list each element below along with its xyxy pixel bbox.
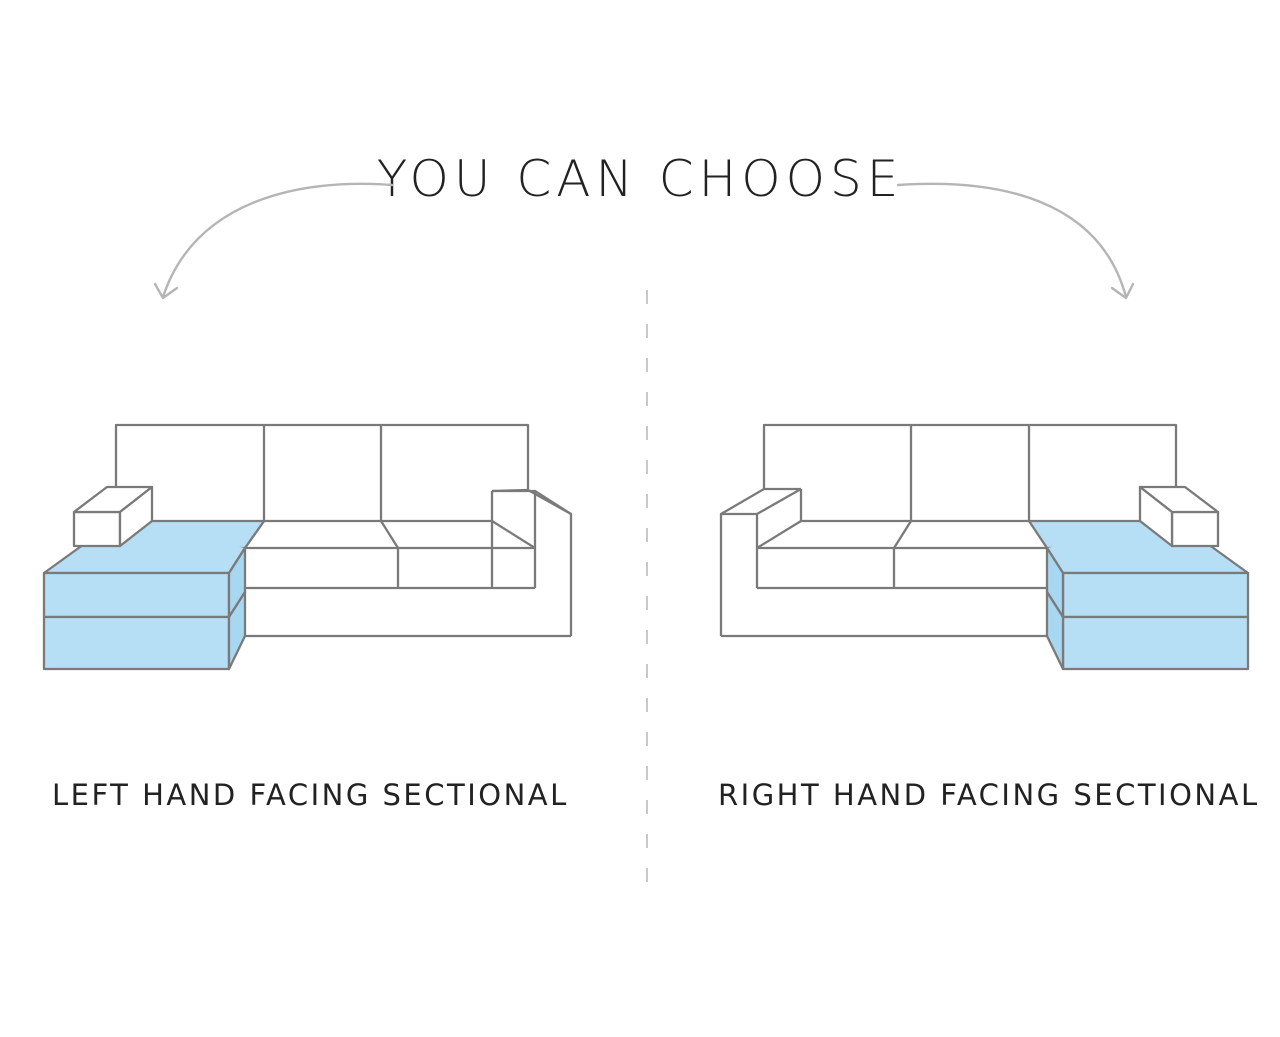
- left-hand-sectional-illustration: [42, 423, 573, 671]
- left-hand-sectional-label: LEFT HAND FACING SECTIONAL: [52, 778, 569, 812]
- right-hand-sectional-illustration: [719, 423, 1250, 671]
- right-hand-sectional-label: RIGHT HAND FACING SECTIONAL: [718, 778, 1260, 812]
- right-curved-arrow-icon: [896, 182, 1135, 300]
- left-curved-arrow-icon: [153, 182, 394, 300]
- page-title: YOU CAN CHOOSE: [376, 150, 904, 208]
